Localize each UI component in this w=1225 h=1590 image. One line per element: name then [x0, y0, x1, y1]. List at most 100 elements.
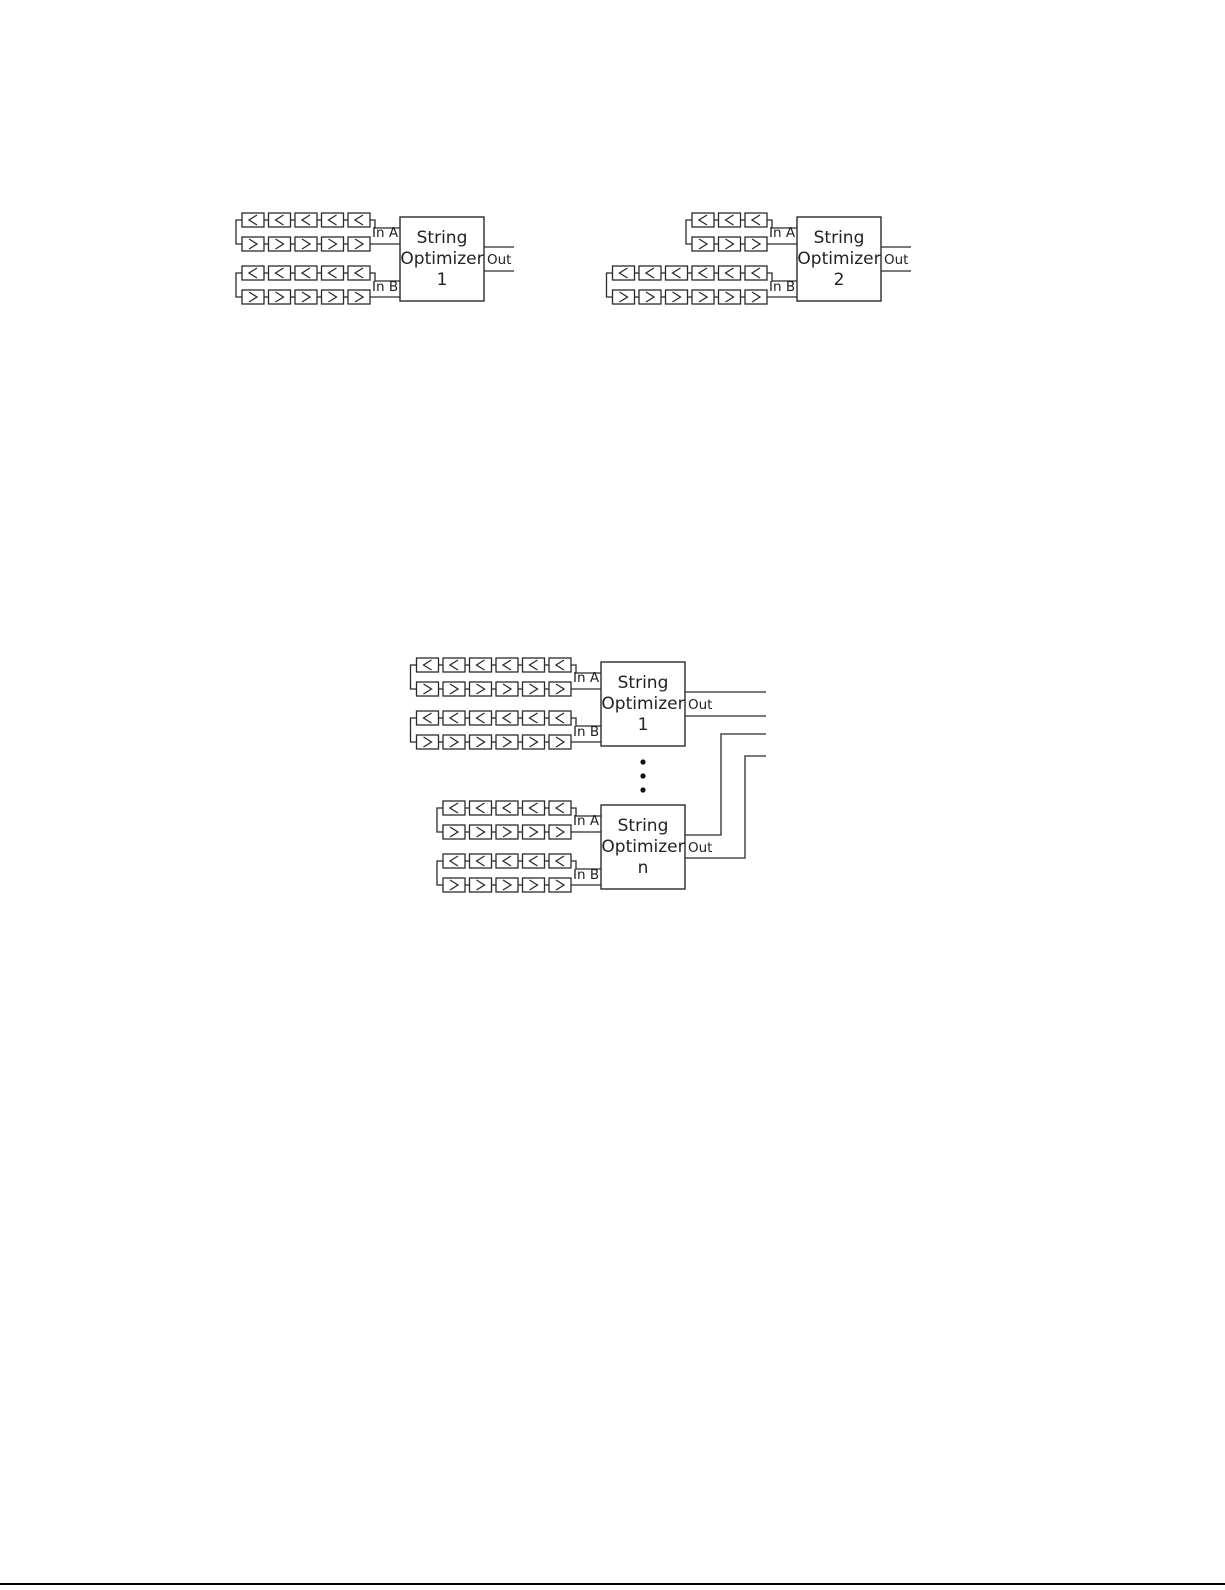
panel-frame [719, 266, 741, 280]
solar-panel [549, 711, 571, 725]
solar-panel [417, 658, 439, 672]
panel-frame [322, 290, 344, 304]
solar-panel [470, 878, 492, 892]
panel-frame [719, 213, 741, 227]
panel-frame [322, 237, 344, 251]
solar-panel [348, 290, 370, 304]
solar-panel [496, 801, 518, 815]
string-loop-wire [411, 665, 417, 689]
string-loop-wire [686, 220, 692, 244]
solar-panel [417, 711, 439, 725]
solar-panel [496, 854, 518, 868]
solar-panel [549, 682, 571, 696]
panel-frame [719, 237, 741, 251]
panel-frame [496, 711, 518, 725]
output-bus-wire [685, 734, 766, 835]
string-loop-wire [236, 220, 242, 244]
solar-panel [639, 290, 661, 304]
solar-panel [295, 290, 317, 304]
panel-frame [639, 266, 661, 280]
panel-frame [496, 878, 518, 892]
panel-frame [523, 825, 545, 839]
solar-panel [443, 735, 465, 749]
solar-panel [496, 682, 518, 696]
panel-frame [269, 290, 291, 304]
solar-panel [523, 711, 545, 725]
panel-frame [417, 711, 439, 725]
panel-frame [348, 290, 370, 304]
optimizer-title-line-3: 1 [437, 270, 448, 290]
optimizer-title-line-1: String [618, 816, 669, 836]
solar-panel [549, 735, 571, 749]
optimizer-title-line-3: 2 [834, 270, 845, 290]
output-label: Out [688, 697, 712, 713]
ellipsis-dot [640, 759, 645, 764]
string-loop-wire [607, 273, 613, 297]
panel-frame [443, 825, 465, 839]
panel-frame [523, 711, 545, 725]
panel-frame [666, 266, 688, 280]
solar-panel [692, 290, 714, 304]
panel-frame [523, 735, 545, 749]
ellipsis-dot [640, 773, 645, 778]
solar-panel [470, 658, 492, 672]
panel-frame [322, 266, 344, 280]
solar-panel [719, 237, 741, 251]
panel-frame [443, 682, 465, 696]
panel-frame [348, 266, 370, 280]
solar-panel [443, 825, 465, 839]
solar-panel [745, 266, 767, 280]
panel-frame [523, 682, 545, 696]
solar-panel [496, 735, 518, 749]
panel-frame [295, 266, 317, 280]
solar-panel [322, 213, 344, 227]
solar-panel [348, 237, 370, 251]
panel-frame [295, 213, 317, 227]
solar-panel [348, 266, 370, 280]
solar-panel [470, 711, 492, 725]
string-loop-wire [437, 808, 443, 832]
panel-frame [639, 290, 661, 304]
string-loop-wire [236, 273, 242, 297]
solar-panel [269, 266, 291, 280]
panel-frame [613, 266, 635, 280]
panel-frame [443, 658, 465, 672]
panel-frame [719, 290, 741, 304]
panel-frame [549, 854, 571, 868]
solar-panel [322, 237, 344, 251]
solar-panel [443, 682, 465, 696]
panel-frame [443, 801, 465, 815]
panel-frame [470, 658, 492, 672]
solar-panel [523, 658, 545, 672]
solar-panel [443, 711, 465, 725]
panel-frame [242, 266, 264, 280]
string-loop-wire [437, 861, 443, 885]
solar-panel [745, 237, 767, 251]
optimizer-unit: StringOptimizer2In AIn BOut [607, 213, 912, 304]
panel-frame [549, 658, 571, 672]
solar-panel [470, 825, 492, 839]
panel-frame [745, 237, 767, 251]
panel-frame [269, 266, 291, 280]
input-a-label: In A [769, 225, 796, 241]
panel-frame [417, 658, 439, 672]
solar-panel [523, 801, 545, 815]
solar-panel [269, 213, 291, 227]
optimizer-title-line-1: String [618, 673, 669, 693]
solar-panel [322, 290, 344, 304]
panel-frame [496, 825, 518, 839]
panel-frame [496, 735, 518, 749]
panel-frame [549, 682, 571, 696]
panel-frame [549, 825, 571, 839]
solar-panel [549, 878, 571, 892]
panel-frame [322, 213, 344, 227]
input-b-label: In B [573, 867, 599, 883]
panel-frame [443, 854, 465, 868]
solar-panel [719, 213, 741, 227]
panel-frame [470, 878, 492, 892]
solar-panel [496, 711, 518, 725]
solar-panel [295, 266, 317, 280]
solar-panel [496, 658, 518, 672]
solar-panel [470, 801, 492, 815]
